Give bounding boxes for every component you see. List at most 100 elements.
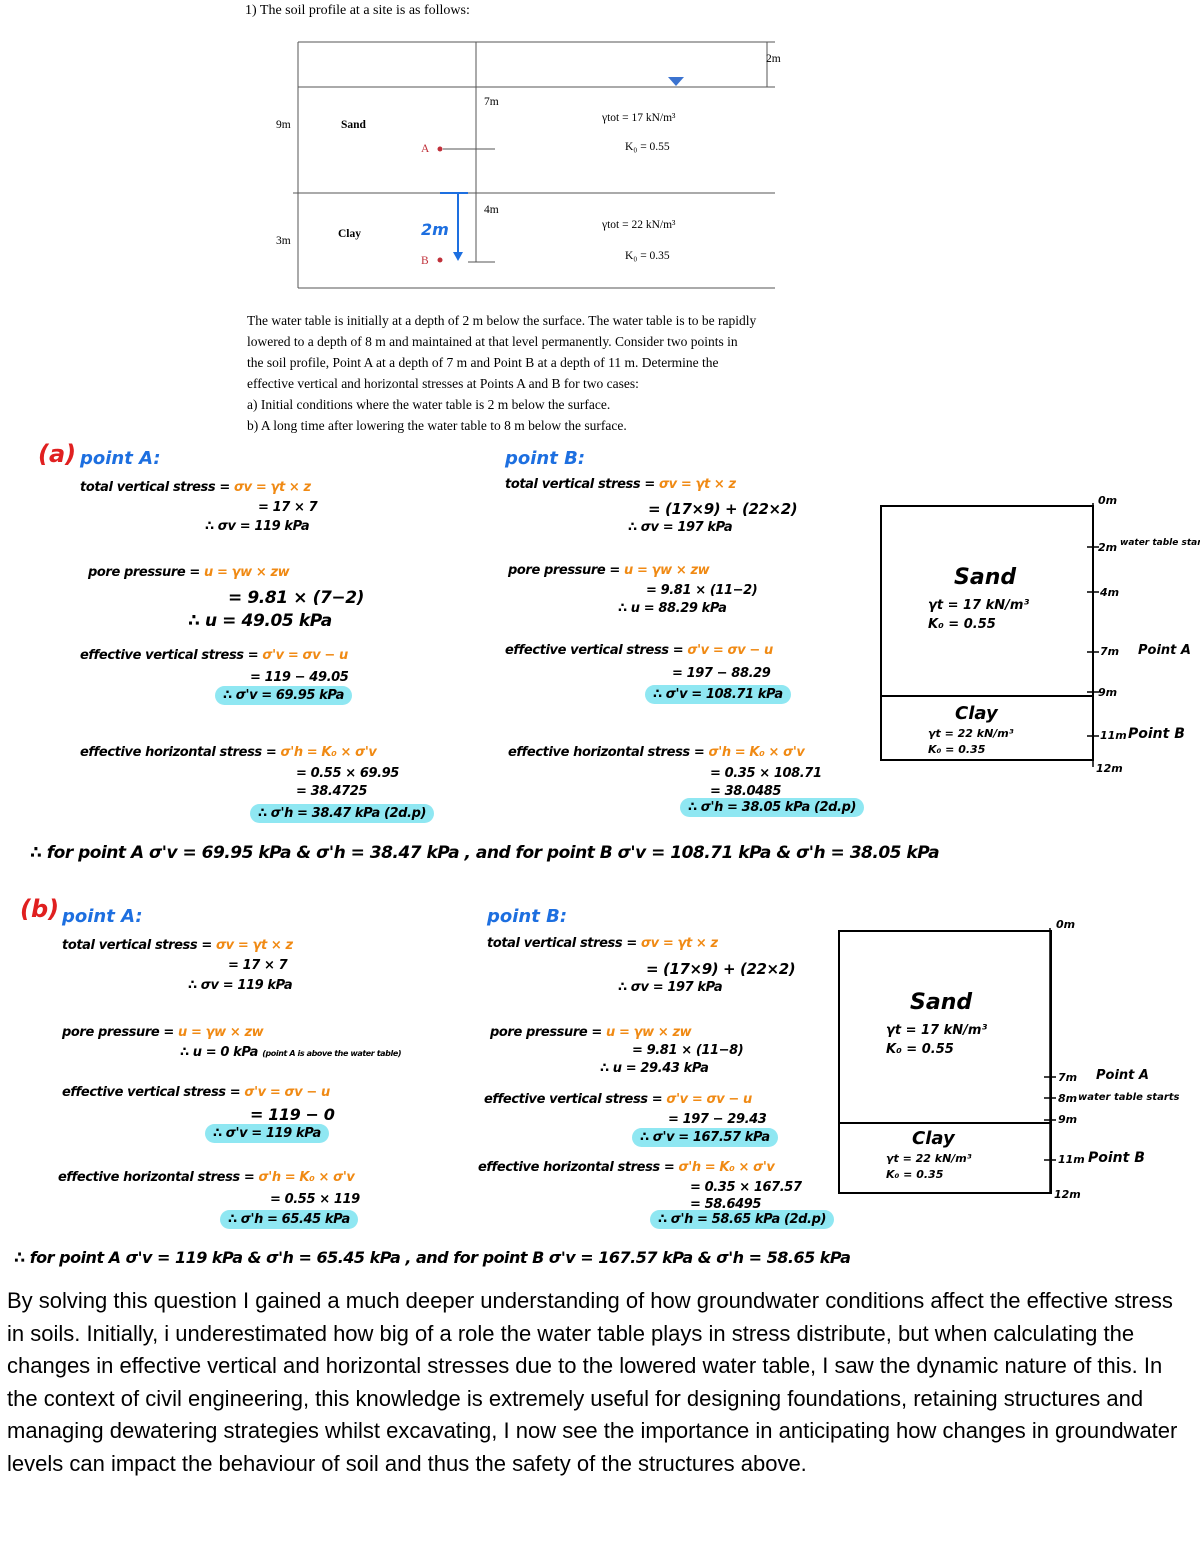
- depth-12m: 12m: [1054, 1188, 1081, 1201]
- calc-line: = 58.6495: [690, 1197, 762, 1212]
- result-line: ∴ σv = 197 kPa: [618, 980, 723, 995]
- sketch-sand-label: Sand: [910, 990, 973, 1015]
- depth-4m: 4m: [1100, 586, 1120, 599]
- part-b-label: (b): [20, 895, 60, 923]
- calc-line: = 17 × 7: [258, 500, 318, 515]
- formula: σv = γt × z: [233, 480, 311, 495]
- depth-9m: 9m: [1058, 1113, 1078, 1126]
- total-vertical-stress-line: total vertical stress = σv = γt × z: [505, 477, 736, 492]
- calc-line: = (17×9) + (22×2): [646, 960, 796, 978]
- result-line: ∴ u = 88.29 kPa: [618, 601, 727, 616]
- depth-8m: 8m: [1058, 1092, 1078, 1105]
- formula: σ'v = σv − u: [687, 643, 773, 658]
- text: total vertical stress =: [487, 936, 641, 951]
- calc-line: = 38.0485: [710, 784, 782, 799]
- dim-2m: 2m: [766, 53, 781, 65]
- calc-line: = 9.81 × (11−2): [646, 583, 758, 598]
- problem-line: effective vertical and horizontal stress…: [247, 376, 639, 391]
- depth-axis: [1087, 503, 1099, 767]
- text: effective vertical stress =: [80, 648, 263, 663]
- formula: σ'v = σv − u: [666, 1092, 752, 1107]
- formula: σv = γt × z: [658, 477, 736, 492]
- point-b-label: B: [421, 255, 429, 267]
- sand-label: Sand: [341, 119, 366, 131]
- total-vertical-stress-line: total vertical stress = σv = γt × z: [62, 938, 293, 953]
- part-b-point-b-title: point B:: [487, 906, 568, 927]
- sketch-sand-gamma: γt = 17 kN/m³: [928, 598, 1030, 613]
- text: effective vertical stress =: [62, 1085, 245, 1100]
- calc-line: = 38.4725: [296, 784, 368, 799]
- depth-axis: [1044, 928, 1056, 1192]
- point-a-marker: [437, 146, 443, 152]
- calc-line: = 197 − 88.29: [672, 666, 771, 681]
- formula: σ'v = σv − u: [262, 648, 348, 663]
- highlight-result: ∴ σ'v = 69.95 kPa: [215, 686, 353, 705]
- text: ∴ u = 0 kPa: [180, 1045, 259, 1060]
- sand-k0: K₀ = 0.55: [625, 141, 670, 153]
- calc-line: = (17×9) + (22×2): [648, 500, 798, 518]
- effective-vertical-line: effective vertical stress = σ'v = σv − u: [80, 648, 348, 663]
- formula: σ'h = K₀ × σ'v: [258, 1170, 355, 1185]
- text: effective vertical stress =: [505, 643, 688, 658]
- pore-pressure-line: pore pressure = u = γw × zw: [490, 1025, 692, 1040]
- calc-line: = 197 − 29.43: [668, 1112, 767, 1127]
- water-table-icon: [668, 77, 684, 86]
- effective-vertical-line: effective vertical stress = σ'v = σv − u: [484, 1092, 752, 1107]
- pore-pressure-line: pore pressure = u = γw × zw: [62, 1025, 264, 1040]
- clay-unit-weight: γtot = 22 kN/m³: [602, 219, 676, 231]
- text: pore pressure =: [62, 1025, 179, 1040]
- sketch-sand-k0: K₀ = 0.55: [928, 617, 996, 632]
- depth-11m: 11m: [1058, 1153, 1085, 1166]
- calc-line: = 0.55 × 119: [270, 1192, 360, 1207]
- point-a-label: A: [421, 143, 430, 155]
- handwritten-2m: 2m: [421, 220, 449, 239]
- effective-horizontal-line: effective horizontal stress = σ'h = K₀ ×…: [80, 745, 377, 760]
- total-vertical-stress-line: total vertical stress = σv = γt × z: [80, 480, 311, 495]
- point-b-note: Point B: [1088, 1150, 1145, 1166]
- effective-horizontal-line: effective horizontal stress = σ'h = K₀ ×…: [508, 745, 805, 760]
- sketch-sand-gamma: γt = 17 kN/m³: [886, 1023, 988, 1038]
- highlight-result: ∴ σ'v = 108.71 kPa: [645, 685, 791, 704]
- depth-2m: 2m: [1098, 541, 1118, 554]
- sand-unit-weight: γtot = 17 kN/m³: [602, 112, 676, 124]
- problem-text: The water table is initially at a depth …: [247, 310, 867, 436]
- sketch-clay-k0: K₀ = 0.35: [928, 743, 986, 756]
- effective-horizontal-line: effective horizontal stress = σ'h = K₀ ×…: [478, 1160, 775, 1175]
- part-b-summary: ∴ for point A σ'v = 119 kPa & σ'h = 65.4…: [14, 1248, 851, 1267]
- text: total vertical stress =: [62, 938, 216, 953]
- problem-line: lowered to a depth of 8 m and maintained…: [247, 334, 738, 349]
- depth-0m: 0m: [1098, 494, 1118, 507]
- text: effective horizontal stress =: [80, 745, 281, 760]
- reflection-paragraph: By solving this question I gained a much…: [7, 1288, 1178, 1476]
- text: effective vertical stress =: [484, 1092, 667, 1107]
- highlight-result: ∴ σ'v = 167.57 kPa: [632, 1128, 778, 1147]
- problem-line: The water table is initially at a depth …: [247, 313, 757, 328]
- depth-0m: 0m: [1056, 918, 1076, 931]
- result-line: ∴ u = 0 kPa (point A is above the water …: [180, 1045, 402, 1060]
- depth-12m: 12m: [1096, 762, 1123, 775]
- result-line: ∴ u = 49.05 kPa: [188, 611, 332, 631]
- sketch-clay-k0: K₀ = 0.35: [886, 1168, 944, 1181]
- calc-line: = 0.55 × 69.95: [296, 766, 399, 781]
- effective-horizontal-line: effective horizontal stress = σ'h = K₀ ×…: [58, 1170, 355, 1185]
- highlight-result: ∴ σ'h = 38.47 kPa (2d.p): [250, 804, 435, 823]
- problem-line: a) Initial conditions where the water ta…: [247, 397, 611, 412]
- calc-line: = 9.81 × (11−8): [632, 1043, 744, 1058]
- text: effective horizontal stress =: [508, 745, 709, 760]
- formula: σv = γt × z: [215, 938, 293, 953]
- effective-vertical-line: effective vertical stress = σ'v = σv − u: [62, 1085, 330, 1100]
- calc-line: = 17 × 7: [228, 958, 288, 973]
- sketch-sand-k0: K₀ = 0.55: [886, 1042, 954, 1057]
- pore-pressure-line: pore pressure = u = γw × zw: [88, 565, 290, 580]
- sketch-sand-label: Sand: [954, 565, 1017, 590]
- water-table-note: water table starts: [1120, 538, 1200, 548]
- problem-heading: 1) The soil profile at a site is as foll…: [245, 3, 470, 18]
- sketch-clay-label: Clay: [955, 703, 998, 724]
- problem-line: b) A long time after lowering the water …: [247, 418, 627, 433]
- point-b-note: Point B: [1128, 726, 1185, 742]
- formula: σ'h = K₀ × σ'v: [280, 745, 377, 760]
- point-a-note: Point A: [1138, 643, 1191, 658]
- total-vertical-stress-line: total vertical stress = σv = γt × z: [487, 936, 718, 951]
- part-b-point-a-title: point A:: [62, 906, 143, 927]
- highlight-result: ∴ σ'h = 38.05 kPa (2d.p): [680, 798, 865, 817]
